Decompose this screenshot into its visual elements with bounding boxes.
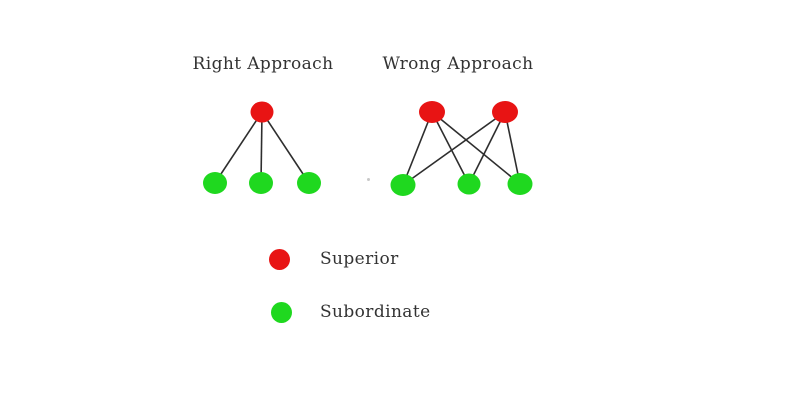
superior-legend-swatch (268, 248, 290, 270)
panel-title-right-approach: Right Approach (192, 54, 334, 74)
reporting-edge-line (431, 111, 521, 185)
superior-legend-label: Superior (320, 249, 399, 269)
reporting-edge-line (431, 111, 470, 185)
subordinate-legend-label: Subordinate (320, 302, 431, 322)
reporting-edge-line (402, 111, 433, 186)
subordinate-legend-swatch (270, 301, 292, 323)
superior-node (492, 101, 518, 123)
reporting-edge-line (261, 111, 310, 184)
superior-node (419, 101, 445, 123)
subordinate-node (507, 173, 533, 195)
reporting-edge-line (214, 111, 263, 184)
subordinate-node (297, 172, 321, 194)
reporting-edge-line (468, 111, 506, 185)
superior-node (250, 101, 274, 123)
reporting-edge-line (504, 111, 521, 185)
stray-speck (367, 178, 370, 181)
reporting-edge-line (260, 111, 263, 184)
subordinate-node (390, 174, 416, 196)
panel-title-wrong-approach: Wrong Approach (382, 54, 534, 74)
reporting-edge-line (402, 111, 506, 186)
subordinate-node (203, 172, 227, 194)
subordinate-node (249, 172, 273, 194)
subordinate-node (457, 173, 481, 195)
